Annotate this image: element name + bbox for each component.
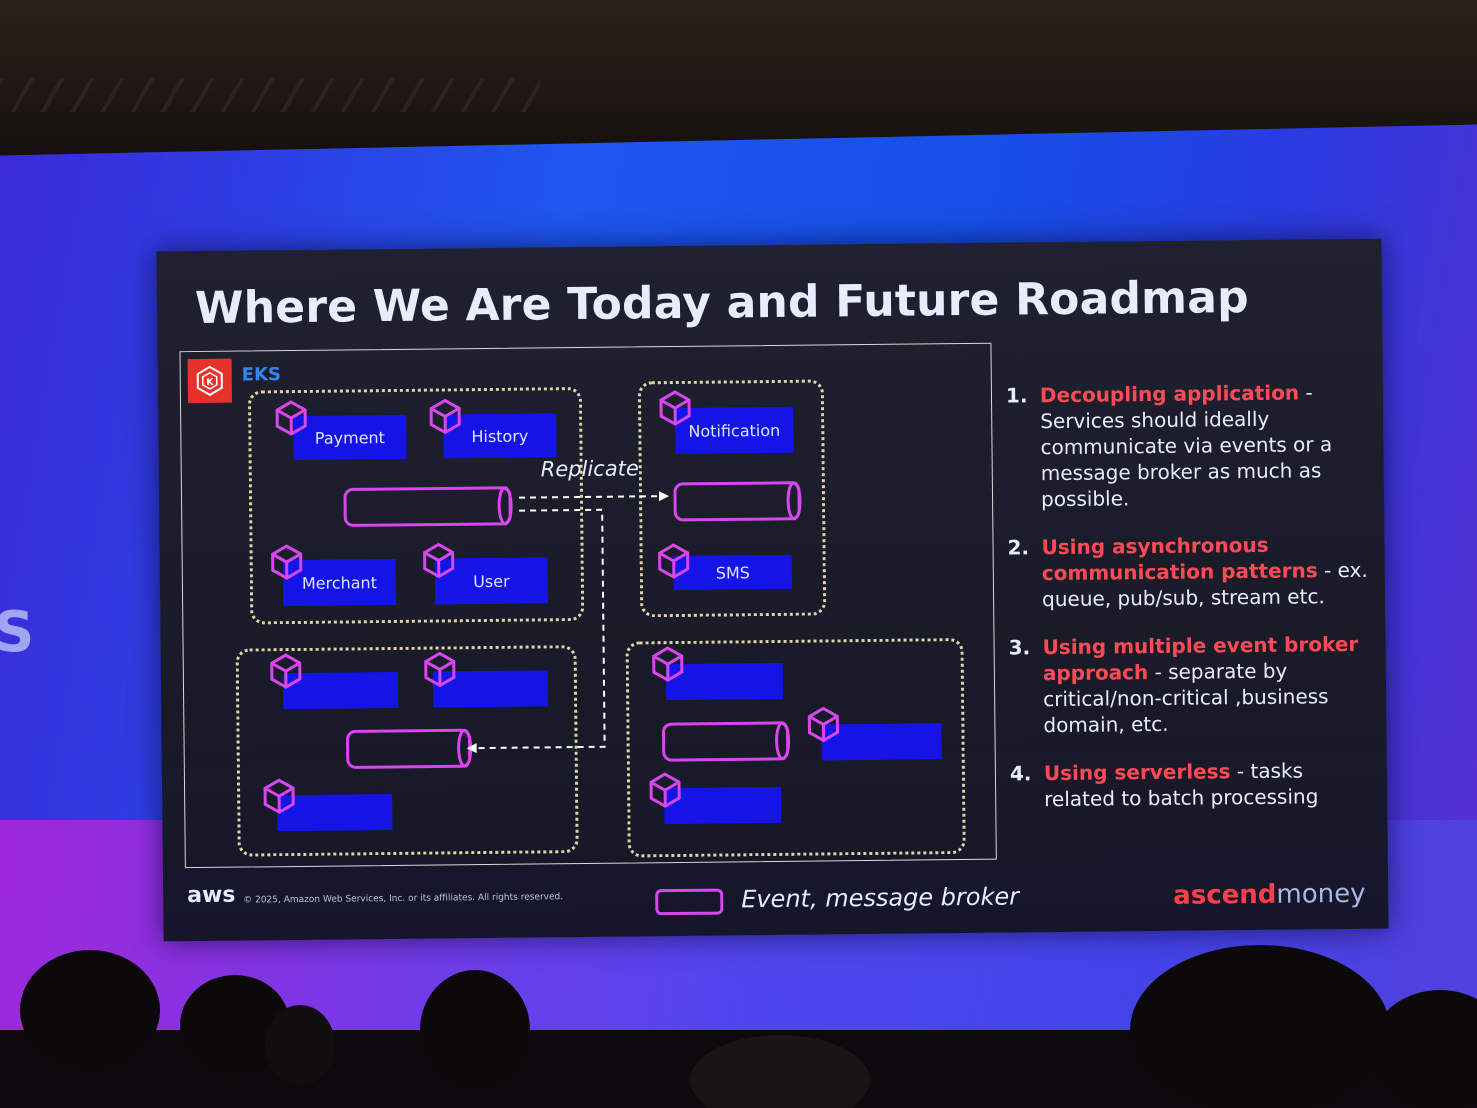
presentation-slide: Where We Are Today and Future Roadmap K … <box>156 238 1389 942</box>
roadmap-step: 1. Decoupling application - Services sho… <box>1006 379 1367 513</box>
audience-silhouettes <box>0 945 1477 1108</box>
svg-text:K: K <box>206 378 214 388</box>
ceiling-truss <box>0 78 540 112</box>
service-sms: SMS <box>673 554 792 591</box>
replicate-arrows <box>466 491 670 754</box>
legend-text: Event, message broker <box>741 882 1020 914</box>
service-payment: Payment <box>293 414 407 461</box>
service-history-label: History <box>471 426 529 446</box>
container-icon <box>271 544 303 580</box>
copyright-text: © 2025, Amazon Web Services, Inc. or its… <box>243 892 564 906</box>
step-number: 1. <box>1005 383 1028 408</box>
message-broker-pipe <box>661 721 791 762</box>
container-icon <box>658 543 690 579</box>
aws-logo: aws <box>187 882 236 909</box>
legend-broker-icon <box>655 888 724 916</box>
step-highlight: Using serverless <box>1043 759 1231 786</box>
service-sms-label: SMS <box>715 562 750 583</box>
brand-part-1: ascend <box>1173 879 1277 911</box>
replicate-label: Replicate <box>540 456 639 482</box>
container-icon <box>659 390 691 426</box>
container-icon <box>652 646 684 682</box>
brand-logo: ascendmoney <box>1173 879 1366 911</box>
step-highlight: Using asynchronous communication pattern… <box>1041 532 1318 586</box>
container-icon <box>270 653 302 689</box>
roadmap-list: 1. Decoupling application - Services sho… <box>1006 379 1371 835</box>
service-notification-label: Notification <box>688 420 781 441</box>
brand-part-2: money <box>1276 878 1366 910</box>
message-broker-pipe <box>346 728 473 769</box>
step-number: 4. <box>1009 761 1032 786</box>
container-icon <box>263 778 295 814</box>
roadmap-step: 2. Using asynchronous communication patt… <box>1007 531 1368 613</box>
service-merchant-label: Merchant <box>301 572 378 593</box>
service-payment-label: Payment <box>314 427 385 448</box>
container-icon <box>807 706 840 743</box>
roadmap-step: 4. Using serverless - tasks related to b… <box>1010 757 1371 813</box>
service-notification: Notification <box>675 406 794 455</box>
container-icon <box>423 542 455 579</box>
message-broker-pipe <box>673 481 802 522</box>
slide-title: Where We Are Today and Future Roadmap <box>194 271 1250 335</box>
side-logo: S <box>0 600 35 665</box>
roadmap-step: 3. Using multiple event broker approach … <box>1008 631 1369 739</box>
step-number: 3. <box>1008 635 1031 660</box>
step-number: 2. <box>1007 535 1030 560</box>
message-broker-pipe <box>343 486 513 527</box>
container-icon <box>424 651 456 688</box>
container-icon <box>275 400 307 436</box>
step-highlight: Decoupling application <box>1039 380 1300 408</box>
container-icon <box>649 772 681 808</box>
container-icon <box>429 398 461 435</box>
eks-icon: K <box>187 358 233 404</box>
eks-label: EKS <box>241 364 282 386</box>
